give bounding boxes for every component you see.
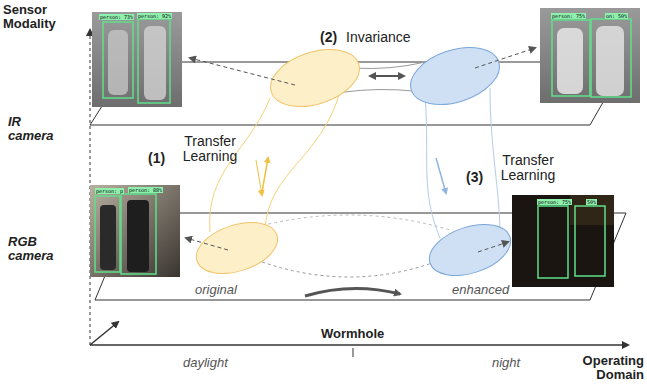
detection-label: person: 88%: [128, 187, 163, 193]
feature-ellipse: [263, 39, 367, 117]
domain-label: original: [195, 283, 237, 297]
axis-label: Sensor Modality: [3, 3, 88, 32]
detection-label: person: 75%: [537, 199, 572, 205]
invariance-arrow: [370, 75, 404, 77]
rgb-photo: [90, 185, 180, 277]
row-label: IR camera: [8, 115, 60, 144]
detection-label: person: 73%: [99, 14, 134, 20]
callout-number: (3): [466, 170, 483, 185]
transfer-arrow: [262, 158, 268, 192]
callout-number: (2): [320, 30, 337, 45]
x-axis: [90, 344, 628, 346]
transfer-arrow: [256, 160, 262, 195]
axis-tick-label: night: [492, 356, 520, 370]
ir-photo: [92, 12, 182, 107]
leader-arrow: [478, 242, 508, 252]
rgb-photo: [512, 195, 614, 287]
axis-label: Operating Domain: [569, 354, 644, 383]
detection-label: on: 50%: [605, 13, 628, 19]
transfer-curve: [210, 98, 270, 232]
detection-label: person: 75%: [551, 13, 586, 19]
wormhole-arrow: [305, 288, 400, 296]
transfer-curve: [265, 92, 340, 228]
domain-label: enhanced: [452, 283, 509, 297]
axis-tick-label: daylight: [183, 356, 228, 370]
ir-photo: [540, 8, 640, 103]
stage-label: Transfer Learning: [494, 153, 562, 184]
wormhole-label: Wormhole: [321, 327, 384, 341]
leader-arrow: [190, 58, 295, 85]
feature-ellipse: [423, 215, 517, 285]
detection-label: 50%: [586, 199, 597, 205]
feature-ellipse: [403, 37, 507, 115]
stage-label: Transfer Learning: [176, 134, 244, 165]
callout-number: (1): [148, 151, 165, 166]
leader-arrow: [475, 48, 535, 68]
wormhole-curve: [262, 262, 435, 277]
transfer-curve: [490, 88, 500, 236]
leader-arrow: [186, 238, 228, 250]
detection-label: person: 92%: [137, 13, 172, 19]
row-label: RGB camera: [8, 235, 60, 264]
feature-ellipse: [190, 213, 284, 283]
z-axis: [90, 322, 118, 345]
stage-label: Invariance: [346, 30, 411, 45]
transfer-arrow: [436, 158, 446, 193]
detection-label: person: p: [95, 188, 124, 194]
axis-tick: [353, 348, 354, 357]
wormhole-curve: [245, 215, 450, 230]
